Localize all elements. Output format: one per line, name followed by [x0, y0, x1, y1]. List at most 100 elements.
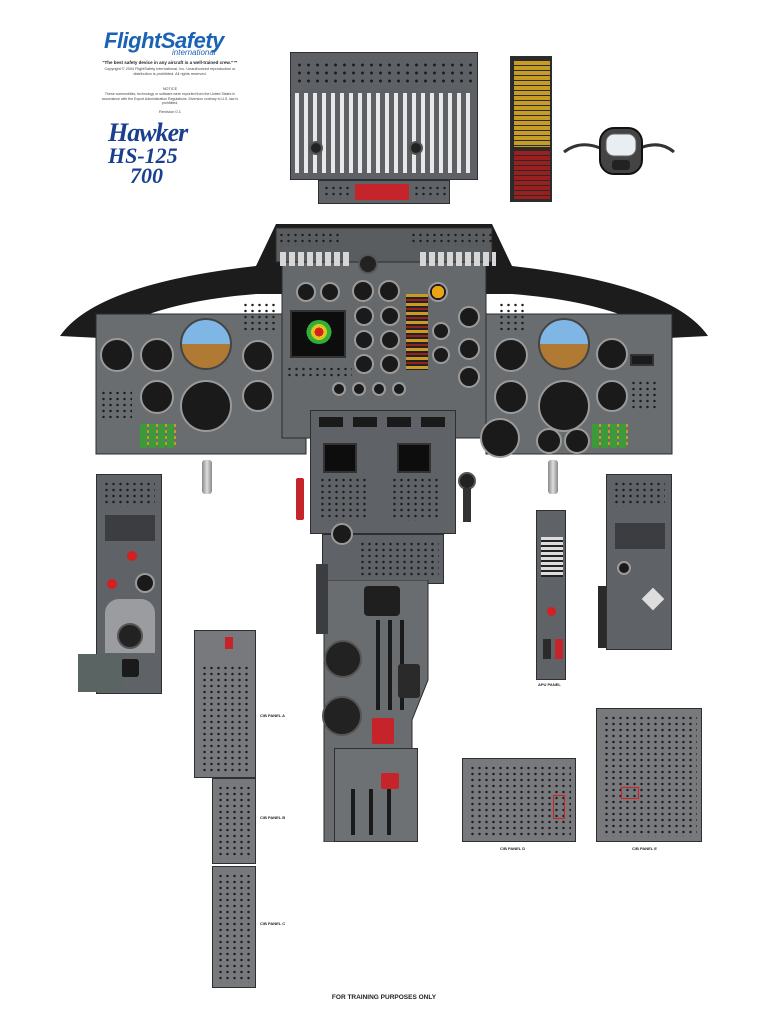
training-footer: FOR TRAINING PURPOSES ONLY: [331, 994, 437, 1001]
fms-keypad-left[interactable]: [319, 477, 369, 521]
right-console-knob[interactable]: [617, 561, 631, 575]
flap-lever-knob[interactable]: [324, 640, 362, 678]
copilot-clock-display: [630, 354, 654, 366]
left-console-side-plate: [78, 654, 122, 692]
lower-red-levers[interactable]: [381, 773, 399, 789]
revision-text: Revision 0.1: [158, 109, 181, 114]
fuel-shutoff-levers[interactable]: [372, 718, 394, 744]
cb-panel-e-label: C/B PANEL E: [632, 846, 657, 851]
annunciator-panel: [510, 56, 552, 202]
apu-panel-label: APU PANEL: [538, 682, 561, 687]
weather-radar-display: [290, 310, 346, 358]
center-lower-switches[interactable]: [286, 366, 352, 378]
left-control-yoke-shaft[interactable]: [202, 460, 212, 494]
engine-gauge: [380, 354, 400, 374]
overhead-lower-switches[interactable]: [323, 185, 353, 199]
center-lower-gauge: [372, 382, 386, 396]
engine-gauge: [352, 280, 374, 302]
left-console-red-button[interactable]: [127, 551, 137, 561]
cb-panel-c-breakers[interactable]: [217, 873, 253, 983]
overhead-panel: [290, 52, 478, 180]
center-lower-gauge: [352, 382, 366, 396]
annunciator-lights-red: [514, 151, 550, 199]
throttle-lever[interactable]: [364, 586, 400, 616]
right-control-yoke-shaft[interactable]: [548, 460, 558, 494]
pedestal-gauge: [331, 523, 353, 545]
radio-display-row: [319, 417, 449, 427]
cb-panel-e-red-breakers[interactable]: [621, 787, 639, 799]
glareshield-button-row[interactable]: [280, 252, 352, 266]
left-console-switches[interactable]: [103, 481, 155, 507]
fms-keypad-right[interactable]: [391, 477, 441, 521]
engine-gauge: [380, 330, 400, 350]
center-lower-gauge: [392, 382, 406, 396]
left-console-red-button[interactable]: [107, 579, 117, 589]
glareshield-switches-right[interactable]: [410, 232, 494, 246]
cb-panel-b-breakers[interactable]: [217, 785, 253, 859]
notice-heading: NOTICE: [162, 87, 178, 91]
center-gauge: [432, 322, 450, 340]
center-gauge: [458, 306, 480, 328]
copilot-vsi: [596, 380, 628, 412]
engine-gauge: [378, 280, 400, 302]
apu-red-button[interactable]: [547, 607, 556, 616]
copilot-airspeed-indicator: [494, 338, 528, 372]
right-console-switches[interactable]: [613, 481, 665, 507]
pressurization-gauge: [536, 428, 562, 454]
overhead-knob[interactable]: [409, 141, 423, 155]
speed-brake-lever[interactable]: [296, 478, 304, 520]
fms-display-left: [323, 443, 357, 473]
cb-panel-a-red-switch[interactable]: [225, 637, 233, 649]
cb-panel-d: [462, 758, 576, 842]
center-gauge: [458, 366, 480, 388]
left-switch-row[interactable]: [100, 390, 132, 418]
overhead-knob[interactable]: [309, 141, 323, 155]
engine-gauge: [354, 306, 374, 326]
cb-panel-e-breakers[interactable]: [603, 715, 697, 837]
overhead-lower-switches[interactable]: [413, 185, 447, 199]
variant-title: 700: [130, 163, 163, 188]
copilot-altimeter: [596, 338, 628, 370]
pedestal-side-block[interactable]: [398, 664, 420, 698]
glareshield-switches-left[interactable]: [278, 232, 342, 246]
altimeter: [242, 340, 274, 372]
cb-panel-d-breakers[interactable]: [469, 765, 571, 837]
cb-panel-d-red-breakers[interactable]: [553, 795, 565, 819]
red-guarded-switches[interactable]: [355, 184, 409, 200]
pedestal-switches[interactable]: [359, 541, 439, 577]
right-far-switches[interactable]: [630, 380, 660, 410]
right-console-selector[interactable]: [641, 587, 665, 611]
right-upper-switches[interactable]: [498, 302, 528, 332]
apu-switch[interactable]: [543, 639, 551, 659]
annunciator-lights-amber: [514, 61, 550, 147]
right-side-console: [606, 474, 672, 650]
glareshield-knob[interactable]: [358, 254, 378, 274]
oxygen-mask-icon: [563, 127, 675, 175]
left-upper-switches[interactable]: [242, 302, 276, 332]
cb-panel-a: [194, 630, 256, 778]
center-annunciator-strip: [406, 294, 428, 370]
pedestal-lower-panel: [334, 748, 418, 842]
cb-panel-a-breakers[interactable]: [201, 665, 251, 773]
gear-lever-knob[interactable]: [322, 696, 362, 736]
glareshield-button-row[interactable]: [420, 252, 496, 266]
aoa-indicator: [140, 338, 174, 372]
left-console-gauge: [135, 573, 155, 593]
lower-lever-slots: [351, 789, 405, 835]
flightsafety-logo: FlightSafety: [104, 28, 224, 53]
overhead-switch-grid[interactable]: [295, 93, 473, 173]
copilot-attitude-indicator: [538, 318, 590, 370]
center-lower-gauge: [332, 382, 346, 396]
right-annunciators: [592, 424, 628, 448]
model-title: HS-125: [108, 143, 178, 168]
hsi: [180, 380, 232, 432]
left-side-console: [96, 474, 162, 694]
trim-lever[interactable]: [463, 488, 471, 522]
standby-attitude-indicator: [428, 282, 448, 302]
apu-red-switch[interactable]: [555, 639, 563, 659]
overhead-switch-row[interactable]: [295, 61, 473, 85]
cb-panel-b-label: C/B PANEL B: [260, 815, 286, 820]
cb-panel-c-label: C/B PANEL C: [260, 921, 286, 926]
tiller-knob[interactable]: [117, 623, 143, 649]
flightsafety-logo-sub: international: [172, 48, 216, 57]
